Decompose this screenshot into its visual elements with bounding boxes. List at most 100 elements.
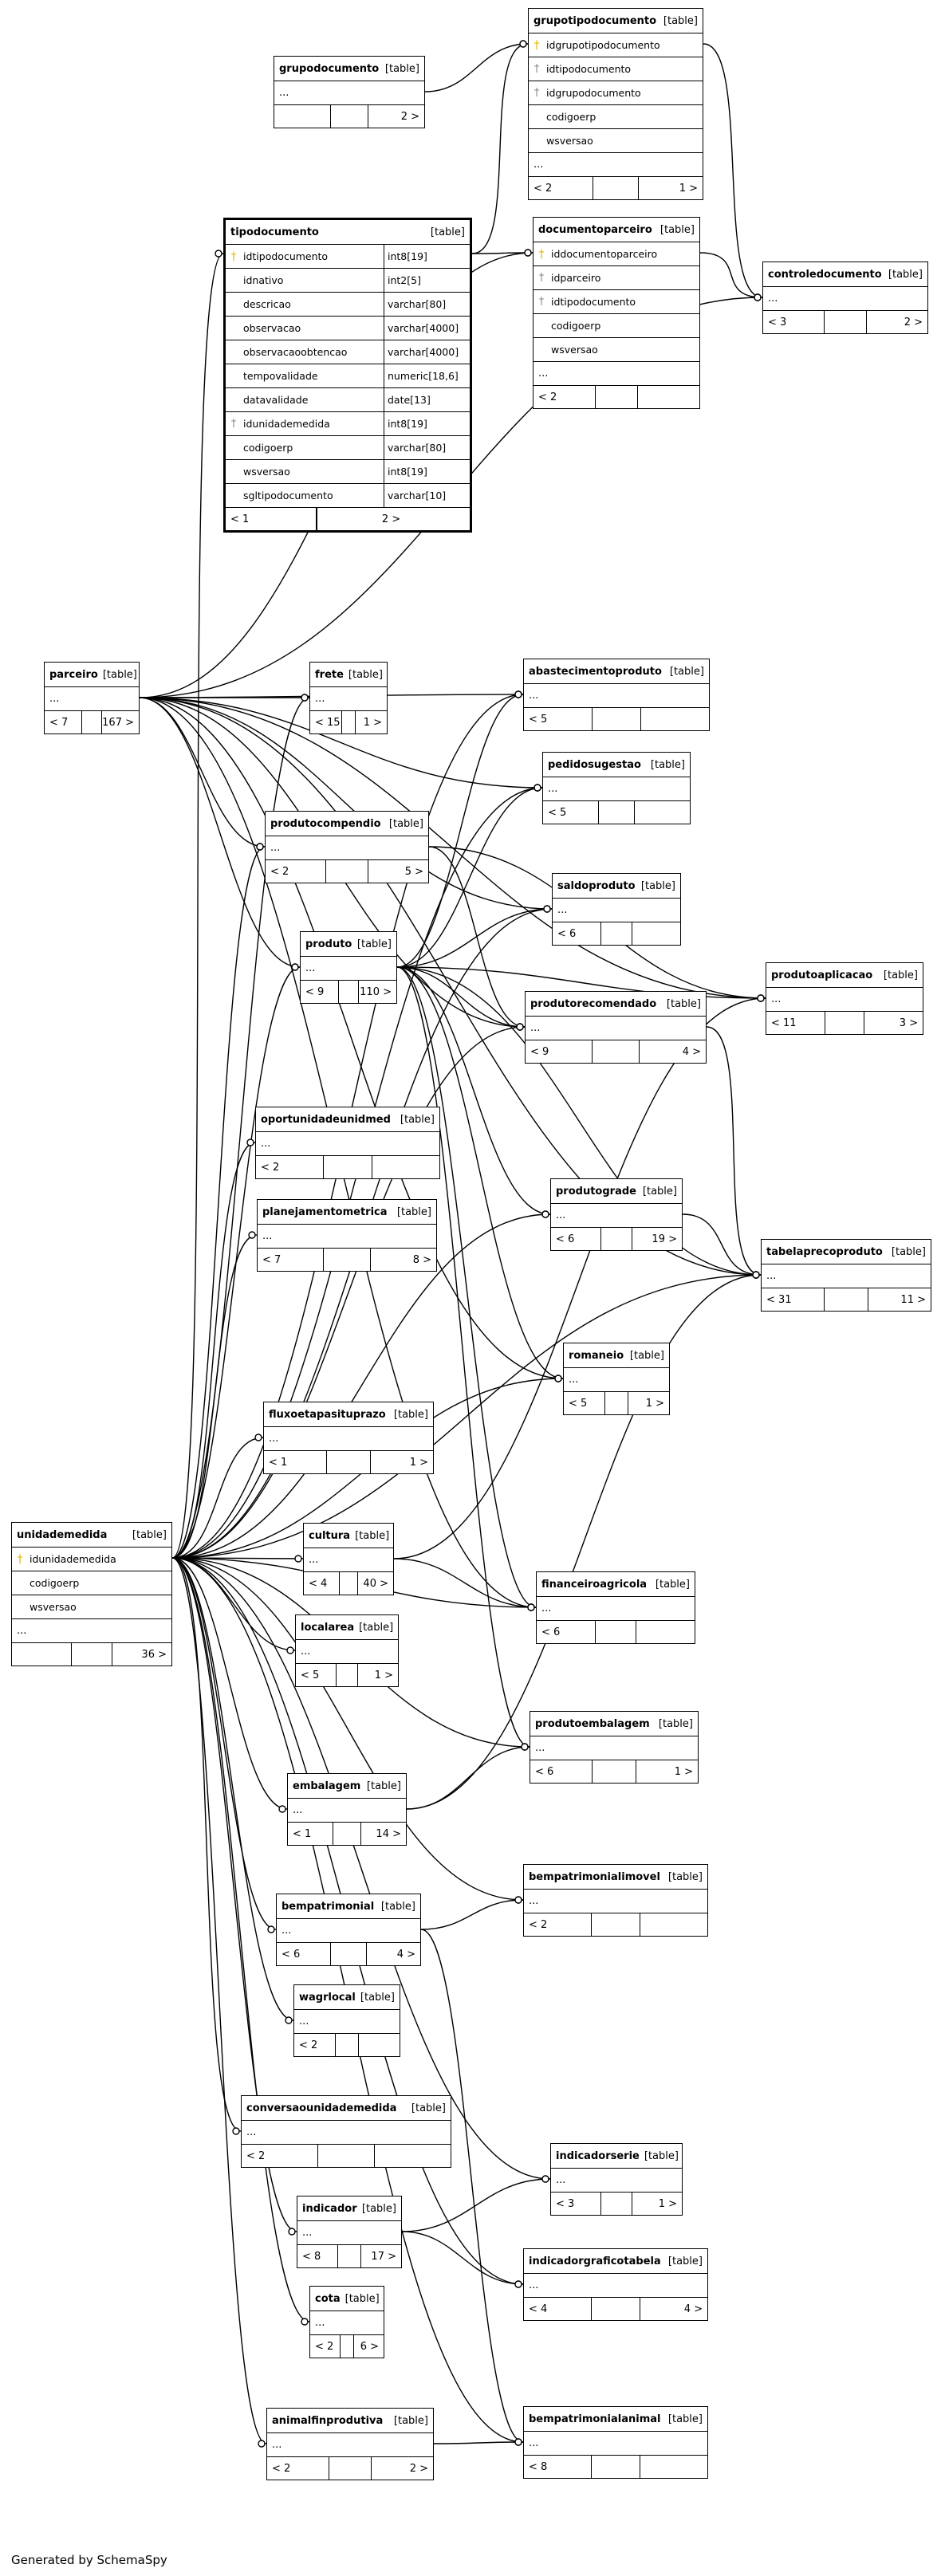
table-name[interactable]: localarea (301, 1621, 355, 1634)
column-row[interactable]: wsversao (12, 1595, 171, 1619)
table-conversaounidademedida[interactable]: conversaounidademedida[table]...< 2 (241, 2095, 451, 2168)
table-name[interactable]: produtoaplicacao (771, 969, 873, 981)
parents-count[interactable]: < 7 (45, 711, 83, 733)
children-count[interactable] (635, 801, 690, 824)
parents-count[interactable]: < 9 (301, 981, 339, 1003)
parents-count[interactable] (12, 1643, 72, 1666)
children-count[interactable]: 1 > (645, 1397, 664, 1410)
children-count[interactable]: 1 > (409, 1456, 428, 1469)
column-row[interactable]: †iddocumentoparceiro (533, 242, 699, 266)
table-name[interactable]: produtorecomendado (530, 997, 657, 1010)
table-name[interactable]: embalagem (293, 1780, 361, 1792)
children-count[interactable]: 1 > (363, 716, 382, 729)
table-name[interactable]: produto (305, 938, 352, 950)
children-count[interactable]: 14 > (376, 1827, 401, 1840)
children-count[interactable]: 40 > (363, 1577, 388, 1590)
table-name[interactable]: indicadorgraficotabela (529, 2255, 661, 2267)
table-wagrlocal[interactable]: wagrlocal[table]...< 2 (293, 1984, 400, 2057)
children-count[interactable] (375, 2145, 451, 2167)
children-count[interactable] (641, 708, 709, 730)
table-name[interactable]: tabelaprecoproduto (766, 1245, 883, 1258)
parents-count[interactable]: < 11 (766, 1012, 825, 1034)
table-bempatrimonialimovel[interactable]: bempatrimonialimovel[table]...< 2 (523, 1864, 708, 1937)
children-count[interactable] (632, 922, 680, 945)
table-grupotipodocumento[interactable]: grupotipodocumento[table]†idgrupotipodoc… (528, 8, 703, 200)
parents-count[interactable]: < 5 (524, 708, 593, 730)
table-name[interactable]: bempatrimonial (282, 1900, 375, 1913)
children-count[interactable]: 17 > (371, 2250, 396, 2263)
table-name[interactable]: produtoembalagem (535, 1717, 650, 1730)
children-count[interactable]: 4 > (682, 1045, 701, 1058)
parents-count[interactable]: < 8 (297, 2245, 339, 2267)
children-count[interactable]: 11 > (900, 1293, 926, 1306)
parents-count[interactable]: < 6 (551, 1228, 601, 1250)
table-name[interactable]: documentoparceiro (538, 223, 652, 236)
children-count[interactable] (372, 1156, 439, 1178)
children-count[interactable]: 1 > (679, 182, 698, 195)
table-name[interactable]: cultura (309, 1529, 351, 1542)
table-saldoproduto[interactable]: saldoproduto[table]...< 6 (552, 873, 681, 946)
parents-count[interactable]: < 31 (762, 1288, 825, 1311)
column-row[interactable]: †idgrupotipodocumento (529, 33, 703, 57)
table-name[interactable]: cota (315, 2292, 341, 2305)
table-name[interactable]: fluxoetapasituprazo (269, 1408, 386, 1421)
table-name[interactable]: bempatrimonialanimal (529, 2413, 661, 2425)
children-count[interactable]: 5 > (404, 865, 423, 878)
parents-count[interactable]: < 1 (264, 1451, 328, 1473)
parents-count[interactable]: < 2 (533, 386, 596, 408)
parents-count[interactable]: < 2 (294, 2034, 336, 2056)
parents-count[interactable]: < 4 (304, 1572, 341, 1595)
children-count[interactable] (640, 2456, 707, 2478)
table-name[interactable]: controledocumento (768, 268, 882, 281)
children-count[interactable] (638, 386, 699, 408)
table-name[interactable]: wagrlocal (299, 1991, 356, 2004)
children-count[interactable]: 4 > (396, 1948, 415, 1961)
parents-count[interactable]: < 5 (564, 1392, 605, 1414)
table-name[interactable]: saldoproduto (557, 879, 636, 892)
table-abastecimentoproduto[interactable]: abastecimentoproduto[table]...< 5 (523, 659, 710, 731)
column-row[interactable]: codigoerp (529, 105, 703, 129)
parents-count[interactable]: < 6 (277, 1943, 332, 1965)
table-name[interactable]: grupotipodocumento (533, 14, 657, 27)
parents-count[interactable]: < 9 (526, 1040, 593, 1063)
parents-count[interactable]: < 6 (537, 1621, 596, 1643)
children-count[interactable]: 167 > (102, 716, 134, 729)
children-count[interactable]: 110 > (360, 985, 392, 998)
table-name[interactable]: animalfinprodutiva (272, 2414, 384, 2427)
children-count[interactable] (640, 1913, 707, 1936)
children-count[interactable]: 36 > (141, 1648, 167, 1661)
column-row[interactable]: †idtipodocumento (533, 290, 699, 314)
column-row[interactable]: codigoerp (12, 1571, 171, 1595)
parents-count[interactable]: < 2 (242, 2145, 319, 2167)
parents-count[interactable]: < 8 (524, 2456, 593, 2478)
parents-count[interactable]: < 2 (266, 860, 327, 883)
column-row[interactable]: †idunidademedida (12, 1548, 171, 1571)
children-count[interactable]: 3 > (899, 1017, 918, 1029)
children-count[interactable]: 8 > (412, 1253, 431, 1266)
column-row[interactable]: codigoerp (533, 314, 699, 338)
table-bempatrimonialanimal[interactable]: bempatrimonialanimal[table]...< 8 (523, 2406, 708, 2479)
table-financeiroagricola[interactable]: financeiroagricola[table]...< 6 (536, 1571, 695, 1644)
table-name[interactable]: frete (315, 668, 344, 681)
parents-count[interactable]: < 2 (529, 177, 594, 199)
table-oportunidadeunidmed[interactable]: oportunidadeunidmed[table]...< 2 (255, 1107, 440, 1179)
